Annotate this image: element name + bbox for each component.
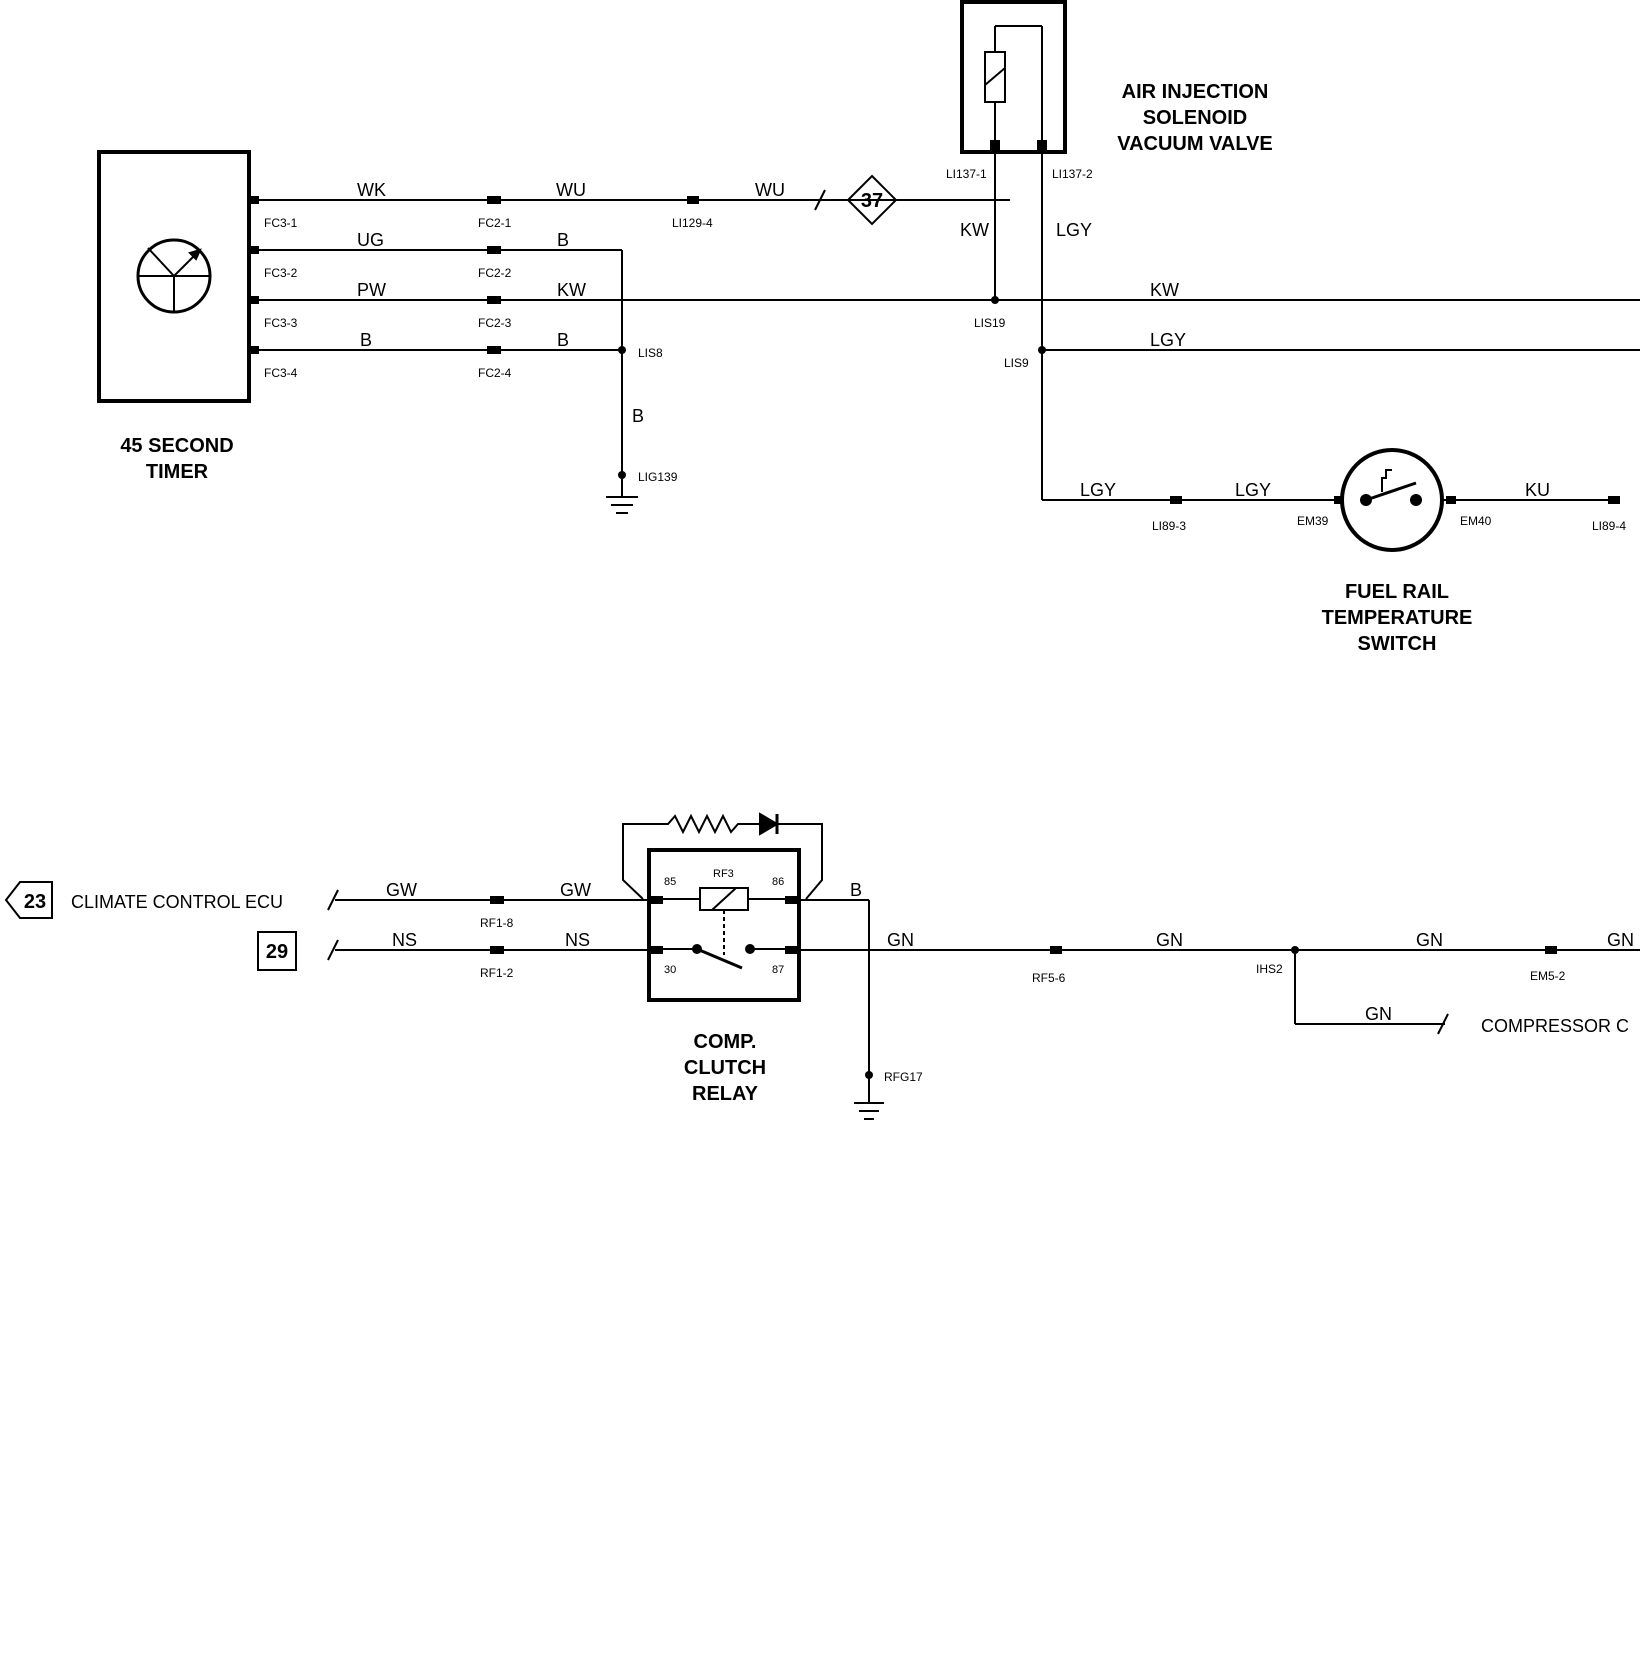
connector-label: LI89-4	[1592, 519, 1626, 533]
connector-label: RFG17	[884, 1070, 923, 1084]
pin-label: 85	[664, 876, 676, 888]
wire-label: UG	[357, 230, 384, 250]
pin-label: 87	[772, 964, 784, 976]
relay-label-2: CLUTCH	[684, 1057, 766, 1079]
wire-label: NS	[565, 930, 590, 950]
wire-label: LGY	[1080, 480, 1116, 500]
connector-label: LI137-2	[1052, 167, 1093, 181]
wire-label: LGY	[1150, 330, 1186, 350]
fuel-switch-label-3: SWITCH	[1358, 633, 1437, 655]
wire-label: GW	[560, 880, 591, 900]
connector-label: FC2-2	[478, 266, 512, 280]
relay-label-3: RELAY	[692, 1083, 759, 1105]
connector-label: EM5-2	[1530, 969, 1566, 983]
pin-label: 30	[664, 964, 676, 976]
wire-label: LGY	[1235, 480, 1271, 500]
ref-23-arrow[interactable]	[4, 881, 53, 919]
timer-label-1: 45 SECOND	[120, 435, 233, 457]
connector-label: LI137-1	[946, 167, 987, 181]
connector-label: FC2-1	[478, 216, 512, 230]
connector-label: RF3	[713, 868, 734, 880]
connector-label: RF5-6	[1032, 971, 1066, 985]
fuel-switch-body	[1340, 448, 1444, 552]
wire-label: GN	[1416, 930, 1443, 950]
connector-label: RF1-8	[480, 916, 514, 930]
solenoid-label-1: AIR INJECTION	[1122, 81, 1269, 103]
wire-label: LGY	[1056, 220, 1092, 240]
connector-label: FC3-4	[264, 366, 298, 380]
wire-label: GN	[1365, 1004, 1392, 1024]
wire-label: B	[632, 406, 644, 426]
connector-label: IHS2	[1256, 962, 1283, 976]
wire-label: B	[360, 330, 372, 350]
wire-label: PW	[357, 280, 386, 300]
ref-29-box[interactable]	[257, 931, 297, 971]
ref-37-diamond[interactable]	[846, 174, 898, 226]
connector-label: EM40	[1460, 514, 1492, 528]
compressor-label: COMPRESSOR C	[1481, 1016, 1629, 1036]
timer-label-2: TIMER	[146, 461, 209, 483]
wire-label: KW	[557, 280, 586, 300]
fuel-switch-label-1: FUEL RAIL	[1345, 581, 1449, 603]
wire-label: B	[557, 230, 569, 250]
wire-label: WK	[357, 180, 386, 200]
wire-label: WU	[556, 180, 586, 200]
connector-label: LIG139	[638, 470, 678, 484]
wire-label: GN	[1156, 930, 1183, 950]
connector-label: FC3-1	[264, 216, 298, 230]
wire-label: GW	[386, 880, 417, 900]
connector-label: FC3-3	[264, 316, 298, 330]
climate-control-ecu-label: CLIMATE CONTROL ECU	[71, 892, 283, 912]
solenoid-label-2: SOLENOID	[1143, 107, 1247, 129]
ref-23-label: 23	[24, 891, 46, 913]
wire-label: WU	[755, 180, 785, 200]
relay-label-1: COMP.	[694, 1031, 757, 1053]
wire-label: GN	[1607, 930, 1634, 950]
ref-29-label: 29	[266, 941, 288, 963]
relay-box	[647, 848, 801, 1002]
wire-label: GN	[887, 930, 914, 950]
connector-label: FC2-3	[478, 316, 512, 330]
connector-label: LIS9	[1004, 356, 1029, 370]
wire-label: B	[557, 330, 569, 350]
wire-label: KW	[1150, 280, 1179, 300]
connector-label: FC2-4	[478, 366, 512, 380]
connector-label: LI129-4	[672, 216, 713, 230]
ref-37-label: 37	[861, 190, 883, 212]
connector-label: LIS8	[638, 346, 663, 360]
connector-label: LIS19	[974, 316, 1006, 330]
wire-label: KU	[1525, 480, 1550, 500]
wire-label: KW	[960, 220, 989, 240]
wire-label: B	[850, 880, 862, 900]
connector-label: LI89-3	[1152, 519, 1186, 533]
connector-label: EM39	[1297, 514, 1329, 528]
timer-box	[97, 150, 251, 403]
connector-label: FC3-2	[264, 266, 298, 280]
connector-label: RF1-2	[480, 966, 514, 980]
solenoid-box	[960, 0, 1067, 154]
pin-label: 86	[772, 876, 784, 888]
fuel-switch-label-2: TEMPERATURE	[1322, 607, 1473, 629]
wire-label: NS	[392, 930, 417, 950]
solenoid-label-3: VACUUM VALVE	[1117, 133, 1273, 155]
